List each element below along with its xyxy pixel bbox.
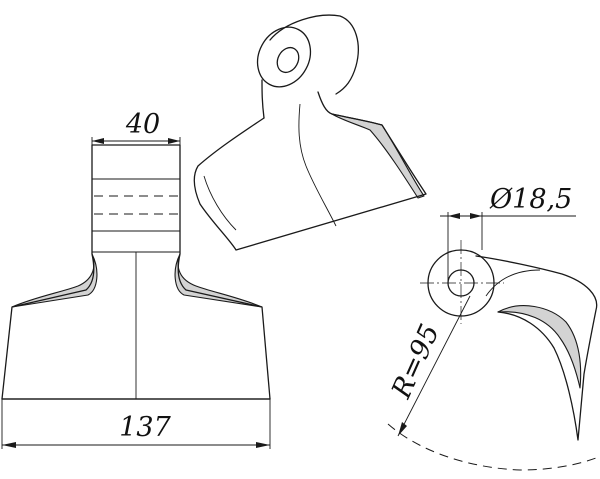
- front-view: 40 137: [1, 109, 271, 449]
- isometric-view: [193, 14, 427, 251]
- dim-dia-arrow-left: [448, 213, 460, 219]
- dim-137-label: 137: [119, 412, 171, 443]
- side-hardened-edge: [497, 305, 582, 389]
- side-hook-inner: [485, 269, 541, 297]
- iso-boss-face: [256, 26, 312, 88]
- dim-137-arrow-right: [256, 442, 270, 448]
- dim-radius-line: [397, 295, 471, 437]
- iso-inner-curve-1: [298, 103, 307, 167]
- iso-blade-outline: [193, 113, 427, 251]
- front-hardened-edge-right: [174, 253, 263, 308]
- iso-boss-outline: [269, 14, 359, 95]
- dim-radius-arrow: [398, 422, 407, 436]
- radius-arc: [387, 423, 597, 471]
- front-hardened-edge-left: [11, 253, 98, 308]
- iso-neck-right: [317, 91, 333, 115]
- dim-40-arrow-left: [92, 138, 104, 144]
- iso-hardened-edge: [331, 113, 425, 199]
- dim-radius-label: R=95: [386, 320, 446, 404]
- dim-dia-label: Ø18,5: [489, 184, 572, 215]
- iso-neck-left: [261, 79, 265, 119]
- dim-40-arrow-right: [168, 138, 180, 144]
- dim-dia-arrow-right: [470, 213, 482, 219]
- side-view: R=95 Ø18,5: [386, 184, 598, 471]
- iso-inner-curve-2: [305, 165, 337, 227]
- side-hook-outline: [475, 255, 598, 441]
- iso-bore: [276, 46, 300, 74]
- iso-inner-curve-3: [203, 175, 237, 231]
- dim-137-arrow-left: [2, 442, 16, 448]
- dim-40-label: 40: [125, 109, 160, 140]
